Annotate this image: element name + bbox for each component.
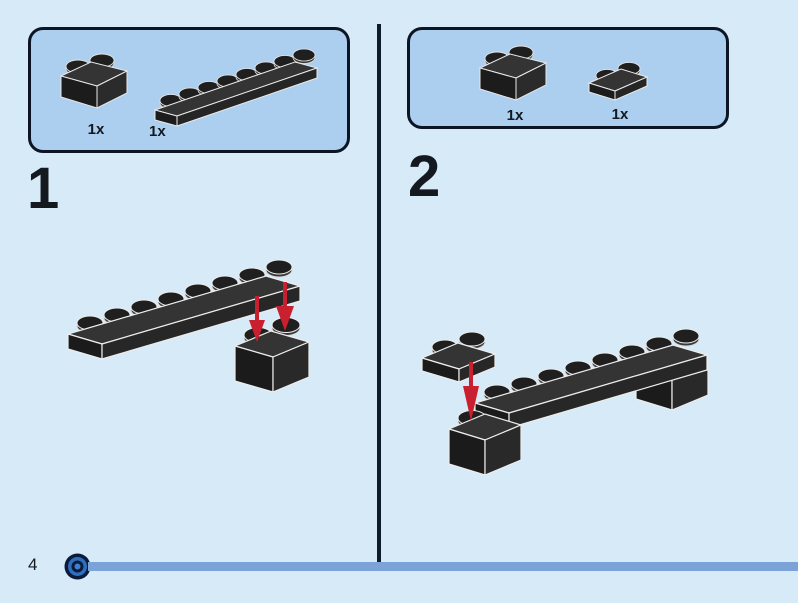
assembly-svg-step-2: [420, 328, 710, 476]
plate-1x2-piece: [420, 331, 497, 383]
progress-bar: [88, 562, 798, 571]
plate-1x2-icon: [587, 62, 649, 101]
step-number-1: 1: [27, 156, 60, 221]
brick-1x2-left-piece: [447, 410, 523, 476]
part-quantity-label: 1x: [149, 123, 166, 140]
column-divider: [377, 24, 381, 565]
part-plate-1x8: 1x: [141, 40, 331, 139]
parts-callout-step-1: 1x: [28, 27, 350, 153]
assembly-arrow: [463, 362, 479, 421]
brick-1x2-piece: [233, 317, 311, 393]
plate-1x8-piece: [472, 328, 710, 429]
assembly-illustration-step-1: [50, 220, 350, 420]
assembly-arrow-right: [276, 282, 294, 331]
plate-1x8-piece: [65, 259, 303, 360]
part-plate-1x2: 1x: [575, 55, 665, 122]
page-number: 4: [28, 555, 38, 574]
brick-1x2-icon: [478, 45, 548, 101]
part-quantity-label: 1x: [611, 106, 629, 123]
parts-callout-step-2: 1x 1x: [407, 27, 729, 129]
part-brick-1x2: 1x: [51, 52, 141, 137]
step-number-2: 2: [408, 144, 441, 209]
part-brick-1x2: 1x: [470, 44, 560, 123]
part-quantity-label: 1x: [506, 107, 524, 124]
plate-1x8-icon: [153, 48, 319, 127]
assembly-svg-step-1: [65, 259, 311, 393]
part-quantity-label: 1x: [87, 121, 105, 138]
assembly-arrow-left: [249, 296, 265, 342]
brick-1x2-icon: [59, 53, 129, 109]
assembly-illustration-step-2: [400, 290, 740, 490]
progress-knob-icon: [63, 552, 92, 581]
